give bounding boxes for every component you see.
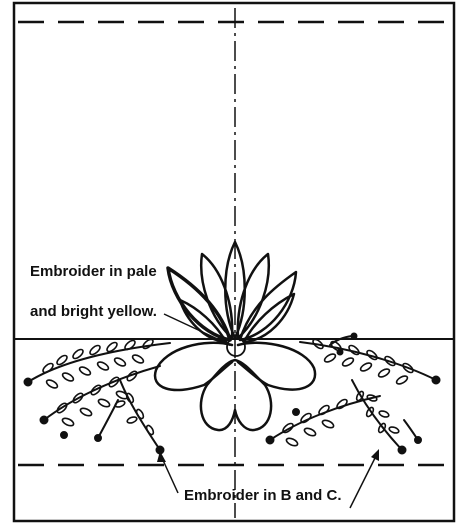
upper-label-line1: Embroider in pale xyxy=(30,263,157,280)
upper-label-line2: and bright yellow. xyxy=(30,303,157,320)
lower-label: Embroider in B and C. xyxy=(184,487,342,504)
outer-frame xyxy=(14,3,454,521)
